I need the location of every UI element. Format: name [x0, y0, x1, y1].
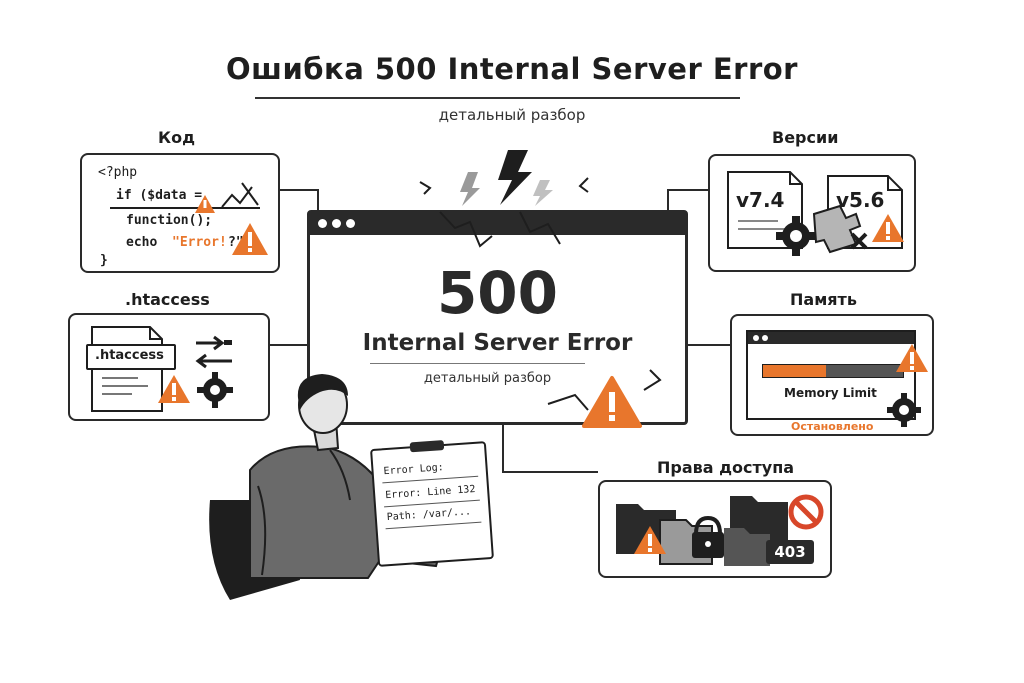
log-divider	[382, 475, 479, 484]
panel-label-htaccess: .htaccess	[125, 290, 210, 309]
log-divider	[385, 521, 482, 530]
browser-titlebar	[310, 213, 685, 235]
window-dot-icon	[753, 335, 759, 341]
swap-arrows-icon	[195, 335, 232, 369]
code-line: <?php	[98, 165, 138, 180]
error-caption: детальный разбор	[423, 371, 552, 386]
window-dot-icon	[332, 219, 341, 228]
memory-window: Memory Limit	[746, 330, 916, 420]
permissions-panel: 403	[598, 480, 832, 578]
code-panel: <?php if ($data = function(); echo "Erro…	[80, 153, 280, 273]
code-line: if ($data =	[116, 188, 203, 203]
code-line: function();	[126, 213, 213, 228]
window-dot-icon	[762, 335, 768, 341]
blocked-icon	[788, 494, 824, 530]
log-line: Path: /var/...	[386, 506, 472, 524]
clipboard-clip-icon	[409, 440, 445, 453]
warning-icon	[872, 214, 904, 242]
memory-bar	[762, 364, 904, 378]
log-line: Error Log:	[383, 462, 445, 478]
warning-icon	[634, 526, 666, 554]
panel-label-memory: Память	[790, 290, 857, 309]
version-label: v5.6	[836, 188, 885, 212]
memory-titlebar	[748, 332, 914, 344]
clipboard: Error Log: Error: Line 132 Path: /var/..…	[370, 440, 494, 567]
page-title: Ошибка 500 Internal Server Error	[226, 52, 798, 86]
window-dot-icon	[346, 219, 355, 228]
error-divider	[370, 363, 585, 364]
code-line: }	[100, 253, 108, 268]
panel-label-versions: Версии	[772, 128, 839, 147]
memory-limit-text: Memory Limit	[784, 386, 877, 400]
warning-icon	[158, 375, 190, 403]
lock-icon	[692, 515, 724, 558]
gear-icon	[776, 216, 816, 256]
warning-icon	[896, 344, 928, 372]
warning-icon	[195, 182, 268, 255]
error-message: Internal Server Error	[362, 330, 633, 356]
error-code-badge: 403	[766, 540, 814, 564]
panel-label-permissions: Права доступа	[657, 458, 795, 477]
code-string: "Error!	[172, 235, 227, 250]
htaccess-panel: .htaccess	[68, 313, 270, 421]
gear-icon	[887, 393, 921, 427]
versions-panel: v7.4 v5.6	[708, 154, 916, 272]
file-name-tag: .htaccess	[86, 344, 176, 370]
browser-window: 500 Internal Server Error детальный разб…	[307, 210, 688, 425]
title-divider	[255, 97, 740, 99]
page-subtitle: детальный разбор	[438, 106, 586, 124]
panel-label-code: Код	[158, 128, 195, 147]
memory-bar-fill	[763, 365, 826, 377]
memory-panel: Memory Limit Остановлено	[730, 314, 934, 436]
code-underline	[110, 207, 260, 209]
window-dot-icon	[318, 219, 327, 228]
version-label: v7.4	[736, 188, 785, 212]
memory-status: Остановлено	[788, 420, 877, 433]
code-line: echo	[126, 235, 158, 250]
log-line: Error: Line 132	[384, 483, 476, 502]
error-code: 500	[436, 259, 559, 327]
puzzle-icon	[812, 204, 868, 254]
error-code-text: 403	[774, 543, 806, 561]
gear-icon	[197, 372, 233, 408]
file-name: .htaccess	[95, 348, 164, 363]
